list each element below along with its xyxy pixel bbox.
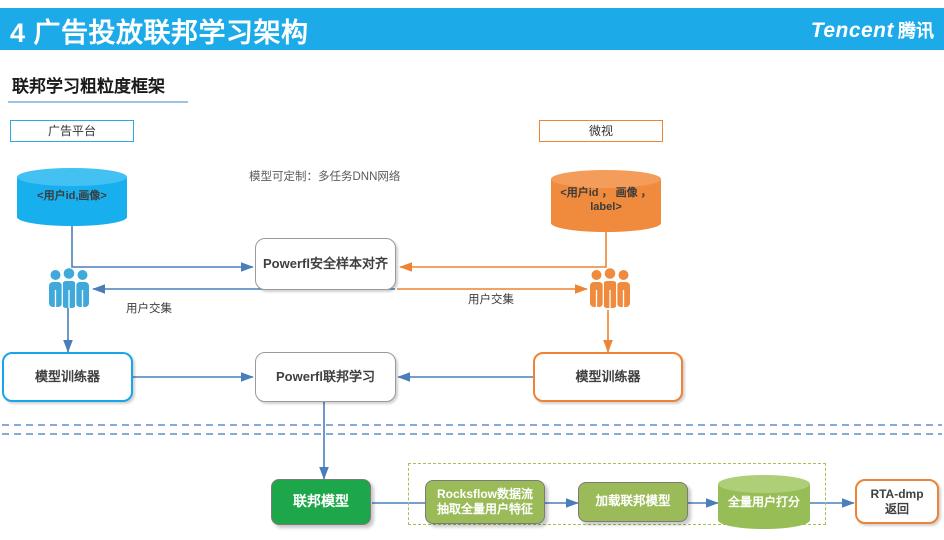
right-cylinder-line1: <用户id ， 画像 ， — [560, 187, 652, 200]
load-federated-model-box[interactable]: 加载联邦模型 — [578, 482, 688, 522]
section-subtitle: 联邦学习粗粒度框架 — [12, 77, 165, 96]
left-intersection-caption: 用户交集 — [126, 303, 172, 315]
rta-line1: RTA-dmp — [870, 486, 924, 501]
brand-en: Tencent — [810, 19, 894, 42]
score-cylinder-label: 全量用户打分 — [727, 494, 800, 509]
right-user-data-cylinder[interactable]: <用户id ， 画像 ， label> — [551, 170, 661, 232]
rocksflow-feature-box[interactable]: Rocksflow数据流 抽取全量用户特征 — [425, 480, 545, 524]
cylinder-top — [17, 168, 127, 186]
model-customization-note: 模型可定制：多任务DNN网络 — [249, 171, 401, 183]
page-title: 4 广告投放联邦学习架构 — [10, 18, 309, 48]
subtitle-underline — [8, 101, 188, 103]
right-intersection-caption: 用户交集 — [468, 294, 514, 306]
cylinder-bottom — [17, 208, 127, 226]
rta-dmp-return-box[interactable]: RTA-dmp 返回 — [855, 479, 939, 524]
cylinder-bottom — [551, 214, 661, 232]
left-platform-label[interactable]: 广告平台 — [10, 120, 134, 142]
rta-text: RTA-dmp 返回 — [870, 487, 923, 516]
left-cylinder-label: <用户id,画像> — [37, 190, 107, 203]
federated-model-box[interactable]: 联邦模型 — [271, 479, 371, 525]
left-model-trainer-box[interactable]: 模型训练器 — [2, 352, 133, 402]
federated-learning-box[interactable]: Powerfl联邦学习 — [255, 352, 396, 402]
cylinder-bottom — [718, 511, 810, 529]
cylinder-top — [551, 170, 661, 188]
people-group-icon — [49, 268, 89, 308]
right-platform-label[interactable]: 微视 — [539, 120, 663, 142]
cylinder-top — [718, 475, 810, 493]
right-users-icon — [586, 268, 634, 310]
people-group-icon — [590, 268, 630, 308]
left-users-icon — [45, 268, 93, 310]
full-user-scoring-cylinder[interactable]: 全量用户打分 — [718, 475, 810, 529]
right-model-trainer-box[interactable]: 模型训练器 — [533, 352, 683, 402]
rocksflow-text: Rocksflow数据流 抽取全量用户特征 — [437, 487, 533, 516]
secure-sample-alignment-box[interactable]: Powerfl安全样本对齐 — [255, 238, 396, 290]
rocksflow-line1: Rocksflow数据流 — [436, 487, 533, 502]
rocksflow-line2: 抽取全量用户特征 — [436, 502, 533, 516]
right-cylinder-line2: label> — [590, 201, 622, 213]
scoring-pipeline-group — [408, 463, 826, 525]
brand-cn: 腾讯 — [898, 21, 934, 41]
rta-line2: 返回 — [884, 501, 909, 516]
left-user-data-cylinder[interactable]: <用户id,画像> — [17, 168, 127, 226]
right-cylinder-label: <用户id ， 画像 ， label> — [551, 170, 661, 232]
